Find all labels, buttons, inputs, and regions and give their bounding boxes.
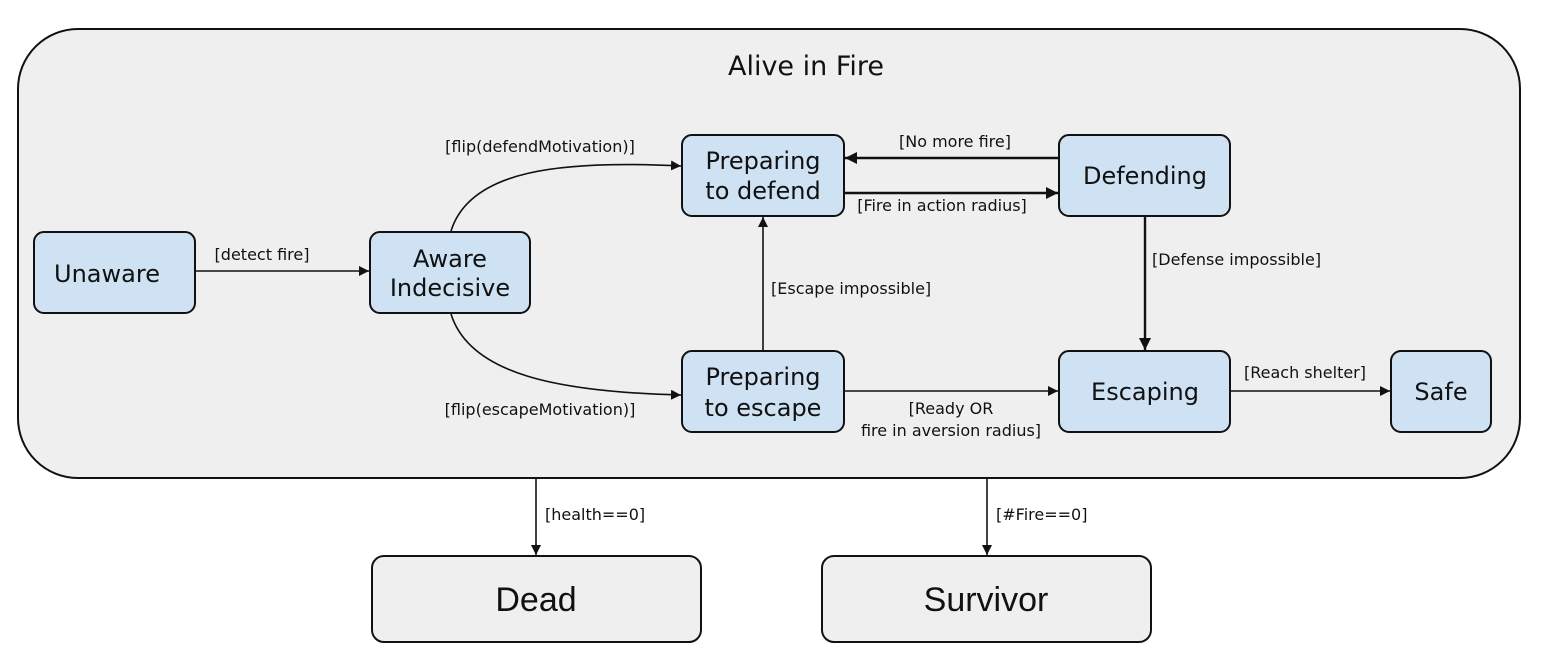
state-defending: Defending [1058,134,1231,217]
transition-fire-in-action-radius: [Fire in action radius] [845,187,1058,215]
state-safe: Safe [1390,350,1492,433]
transition-flip-defend-arrow [450,160,682,232]
transition-flip-escape-arrow [450,313,682,400]
transition-no-more-fire-label: [No more fire] [899,132,1011,151]
state-unaware-label: Unaware [54,260,160,288]
state-preparing-to-escape: Preparing to escape [681,350,845,433]
superstate-title: Alive in Fire [728,51,884,82]
transition-fire-action-label: [Fire in action radius] [857,196,1027,215]
transition-ready-or-fire-label-line2: fire in aversion radius] [861,421,1041,440]
transition-flip-defend-label: [flip(defendMotivation)] [445,137,635,156]
state-escaping-label: Escaping [1091,378,1199,406]
transition-defense-impossible-label: [Defense impossible] [1152,250,1321,269]
state-prep-defend-label-line1: Preparing [705,147,820,175]
state-escaping: Escaping [1058,350,1231,433]
transition-escape-impossible-label: [Escape impossible] [771,279,931,298]
transition-flip-defend: [flip(defendMotivation)] [445,137,682,232]
transition-health-zero-label: [health==0] [545,505,645,524]
transition-detect-fire-label: [detect fire] [215,245,310,264]
state-unaware: Unaware [33,231,196,314]
state-preparing-to-defend: Preparing to defend [681,134,845,217]
state-safe-label: Safe [1414,378,1467,406]
transition-fire-zero: [#Fire==0] [982,478,1087,555]
transition-reach-shelter-label: [Reach shelter] [1244,363,1366,382]
state-dead: Dead [371,555,702,643]
transition-fire-zero-label: [#Fire==0] [996,505,1087,524]
state-dead-label: Dead [495,581,576,619]
transition-defense-impossible: [Defense impossible] [1139,216,1321,350]
transition-escape-impossible: [Escape impossible] [758,217,931,350]
transition-detect-fire: [detect fire] [195,245,369,276]
state-aware-label-line1: Aware [413,245,487,273]
state-prep-escape-label-line1: Preparing [705,363,820,391]
transition-flip-escape: [flip(escapeMotivation)] [445,313,682,419]
transition-reach-shelter: [Reach shelter] [1231,363,1390,396]
state-survivor-label: Survivor [924,581,1049,619]
transition-flip-escape-label: [flip(escapeMotivation)] [445,400,636,419]
state-defending-label: Defending [1083,162,1207,190]
state-aware-label-line2: Indecisive [390,274,510,302]
transition-ready-or-fire: [Ready OR fire in aversion radius] [845,386,1058,440]
transition-health-zero: [health==0] [531,478,645,555]
transition-ready-or-fire-label-line1: [Ready OR [909,399,994,418]
state-prep-escape-label-line2: to escape [705,394,822,422]
transition-no-more-fire: [No more fire] [845,132,1058,164]
state-survivor: Survivor [821,555,1152,643]
state-aware-indecisive: Aware Indecisive [369,231,531,314]
state-prep-defend-label-line2: to defend [705,177,820,205]
